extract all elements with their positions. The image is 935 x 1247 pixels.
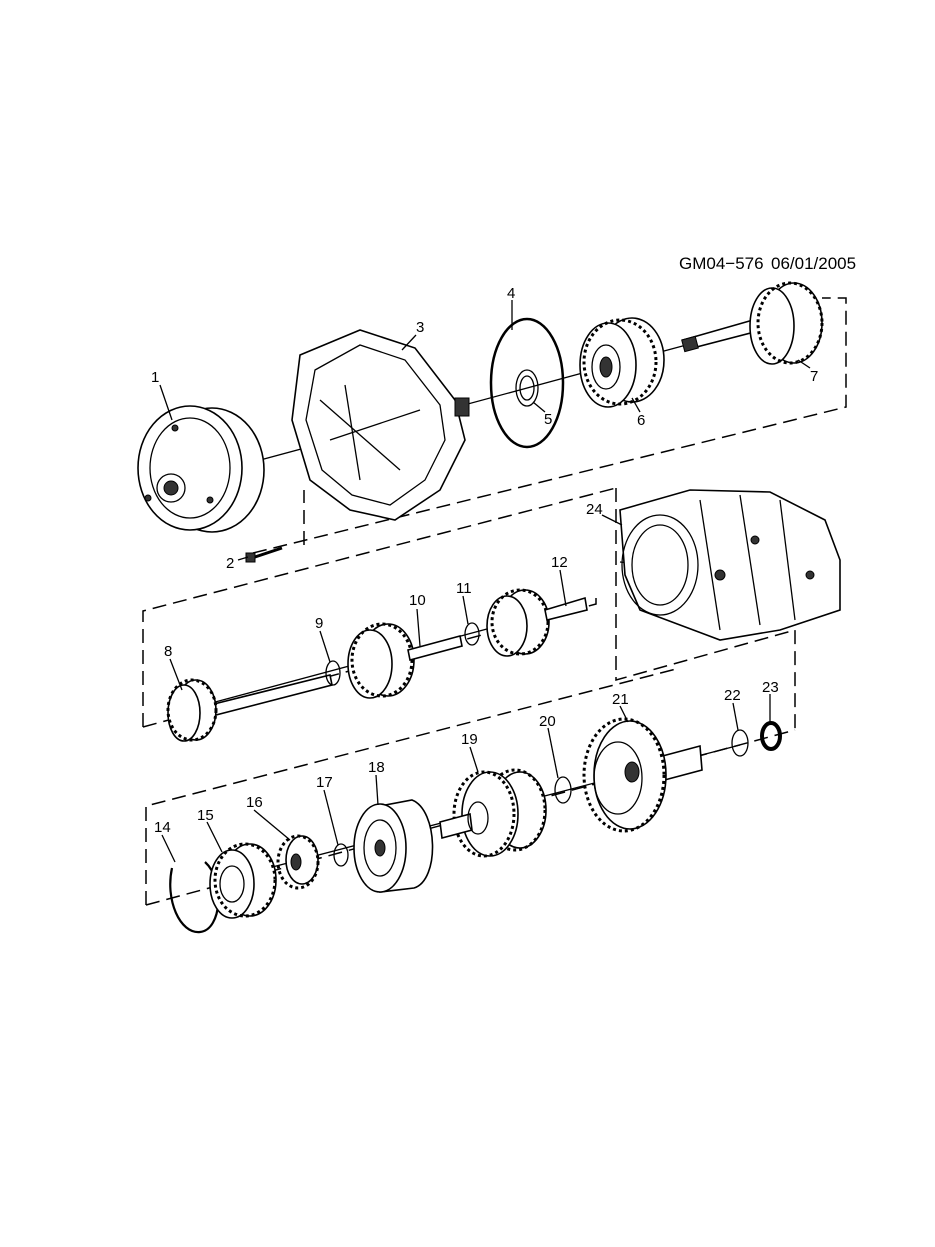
diagram-code: GM04−576 [679, 254, 764, 273]
clutch-housing-icon [353, 799, 434, 893]
clutch-drum-icon [579, 317, 665, 408]
callout-9: 9 [315, 615, 323, 632]
gasket-ring-icon [489, 317, 565, 449]
shaft-gear-icon [166, 674, 333, 742]
seal-icon-23 [760, 721, 782, 751]
callout-5: 5 [544, 411, 552, 428]
callout-labels: 1 2 3 4 5 6 7 8 9 10 11 12 14 15 16 17 1… [151, 285, 818, 836]
washer-icon-20 [554, 776, 572, 804]
callout-24: 24 [586, 501, 603, 518]
callout-19: 19 [461, 731, 478, 748]
converter-housing-icon [291, 329, 470, 521]
planetary-gearset-icon [439, 768, 547, 858]
callout-1: 1 [151, 369, 159, 386]
clutch-shaft-icon [347, 622, 463, 699]
callout-17: 17 [316, 774, 333, 791]
gear-shaft-icon [486, 588, 588, 657]
diagram-date: 06/01/2005 [771, 254, 856, 273]
output-ring-gear-icon [582, 717, 703, 833]
callout-11: 11 [456, 580, 472, 597]
leader-lines [159, 300, 811, 863]
callout-23: 23 [762, 679, 779, 696]
sun-gear-icon [276, 834, 320, 890]
group-outline-top [252, 297, 847, 554]
callout-15: 15 [197, 807, 214, 824]
planetary-carrier-icon [209, 842, 277, 919]
callout-6: 6 [637, 412, 645, 429]
callout-20: 20 [539, 713, 556, 730]
group-outline-case [615, 488, 796, 730]
callout-7: 7 [810, 368, 818, 385]
callout-12: 12 [551, 554, 568, 571]
callout-14: 14 [154, 819, 171, 836]
callout-3: 3 [416, 319, 424, 336]
washer-icon-11 [464, 622, 480, 646]
transmission-case-icon [619, 489, 841, 641]
washer-icon-22 [731, 729, 749, 757]
torque-converter-icon [137, 405, 265, 533]
callout-21: 21 [612, 691, 629, 708]
callout-16: 16 [246, 794, 263, 811]
washer-icon-9 [325, 660, 341, 686]
input-shaft-icon [681, 281, 824, 365]
callout-10: 10 [409, 592, 426, 609]
callout-4: 4 [507, 285, 515, 302]
washer-icon-17 [333, 843, 349, 867]
callout-22: 22 [724, 687, 741, 704]
callout-18: 18 [368, 759, 385, 776]
seal-icon-5 [515, 369, 539, 407]
callout-8: 8 [164, 643, 172, 660]
callout-2: 2 [226, 555, 234, 572]
